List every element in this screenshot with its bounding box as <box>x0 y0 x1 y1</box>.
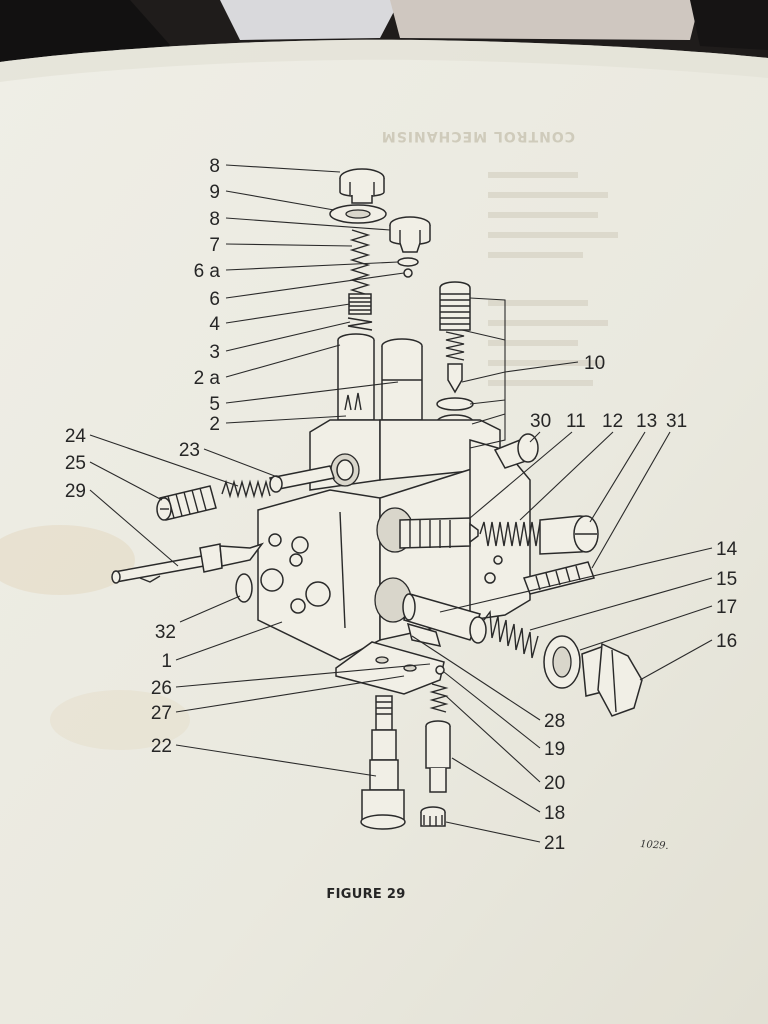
screw-part-31 <box>523 561 595 595</box>
callout-27: 27 <box>151 703 172 724</box>
drawing-number: 1029. <box>640 839 669 852</box>
callout-22: 22 <box>151 736 172 757</box>
callout-20: 20 <box>544 773 565 794</box>
washer-part-9 <box>329 204 387 224</box>
callout-21: 21 <box>544 833 565 854</box>
callouts-right: 10 30 11 12 13 31 14 15 17 16 28 19 20 1… <box>530 353 738 854</box>
callout-28: 28 <box>544 711 565 732</box>
callout-18: 18 <box>544 803 565 824</box>
leader-lines <box>89 164 713 843</box>
callout-14: 14 <box>716 539 738 560</box>
spring-part-12 <box>479 521 541 547</box>
threaded-sleeve-part-4 <box>348 293 372 315</box>
small-washer-part-6a <box>397 257 419 267</box>
callout-8: 8 <box>209 156 220 177</box>
callout-16: 16 <box>716 631 737 652</box>
o-ring-part-32 <box>235 573 253 603</box>
ring-part-15a <box>469 616 487 644</box>
spring-part-20 <box>429 683 449 713</box>
hex-plug-part-16 <box>581 642 643 717</box>
white-paper-scrap <box>220 0 400 40</box>
plug-part-30 <box>493 433 539 469</box>
callout-24: 24 <box>65 426 87 447</box>
callout-4: 4 <box>209 314 220 335</box>
plug-part-23 <box>269 465 335 493</box>
callout-2a: 2 a <box>194 368 221 389</box>
figure-caption: FIGURE 29 <box>326 887 405 902</box>
callout-30: 30 <box>530 411 551 432</box>
callout-6: 6 <box>209 289 220 310</box>
valve-stem-part-22 <box>360 695 406 830</box>
callout-2: 2 <box>209 414 220 435</box>
callout-3: 3 <box>209 342 220 363</box>
background-book <box>390 0 700 40</box>
piston-part-11 <box>399 517 479 549</box>
ball-part-19 <box>435 665 445 675</box>
callout-12: 12 <box>602 411 623 432</box>
callout-31: 31 <box>666 411 687 432</box>
callout-17: 17 <box>716 597 737 618</box>
page-edge-shadow <box>0 39 768 82</box>
cap-nut-part-8 <box>339 168 385 204</box>
callout-1: 1 <box>161 651 172 672</box>
callouts-left: 8 9 8 7 6 a 6 4 3 2 a 5 2 24 23 25 29 32… <box>65 156 221 757</box>
callout-25: 25 <box>65 453 86 474</box>
cap-nut-part-8-second <box>389 216 431 253</box>
washer-part-17 <box>543 635 581 689</box>
threaded-plug-part-25 <box>156 485 217 521</box>
dark-corner <box>690 0 768 50</box>
callout-9: 9 <box>209 182 220 203</box>
spring-part-15 <box>483 610 539 659</box>
callout-6a: 6 a <box>194 261 221 282</box>
spring-part-3 <box>347 317 373 331</box>
callout-23: 23 <box>179 440 200 461</box>
plunger-part-18 <box>425 720 451 793</box>
callout-32: 32 <box>155 622 176 643</box>
shaft-part-14 <box>402 593 481 641</box>
callout-26: 26 <box>151 678 172 699</box>
cylinder-part-2a <box>337 333 375 421</box>
callout-7: 7 <box>209 235 220 256</box>
show-through-lines <box>488 172 618 386</box>
spring-part-24 <box>221 479 271 499</box>
stain <box>0 525 135 595</box>
ball-part-6 <box>403 268 413 278</box>
stain <box>50 690 190 750</box>
callout-11: 11 <box>566 411 586 432</box>
callout-13: 13 <box>636 411 657 432</box>
callout-8-second: 8 <box>209 209 220 230</box>
callout-10: 10 <box>584 353 605 374</box>
callout-19: 19 <box>544 739 565 760</box>
nut-part-21 <box>420 806 446 827</box>
callout-15: 15 <box>716 569 737 590</box>
callout-5: 5 <box>209 394 220 415</box>
spring-part-7 <box>349 229 371 301</box>
show-through-heading: CONTROL MECHANISM <box>381 128 575 144</box>
callout-29: 29 <box>65 481 86 502</box>
cap-part-13 <box>539 515 599 555</box>
